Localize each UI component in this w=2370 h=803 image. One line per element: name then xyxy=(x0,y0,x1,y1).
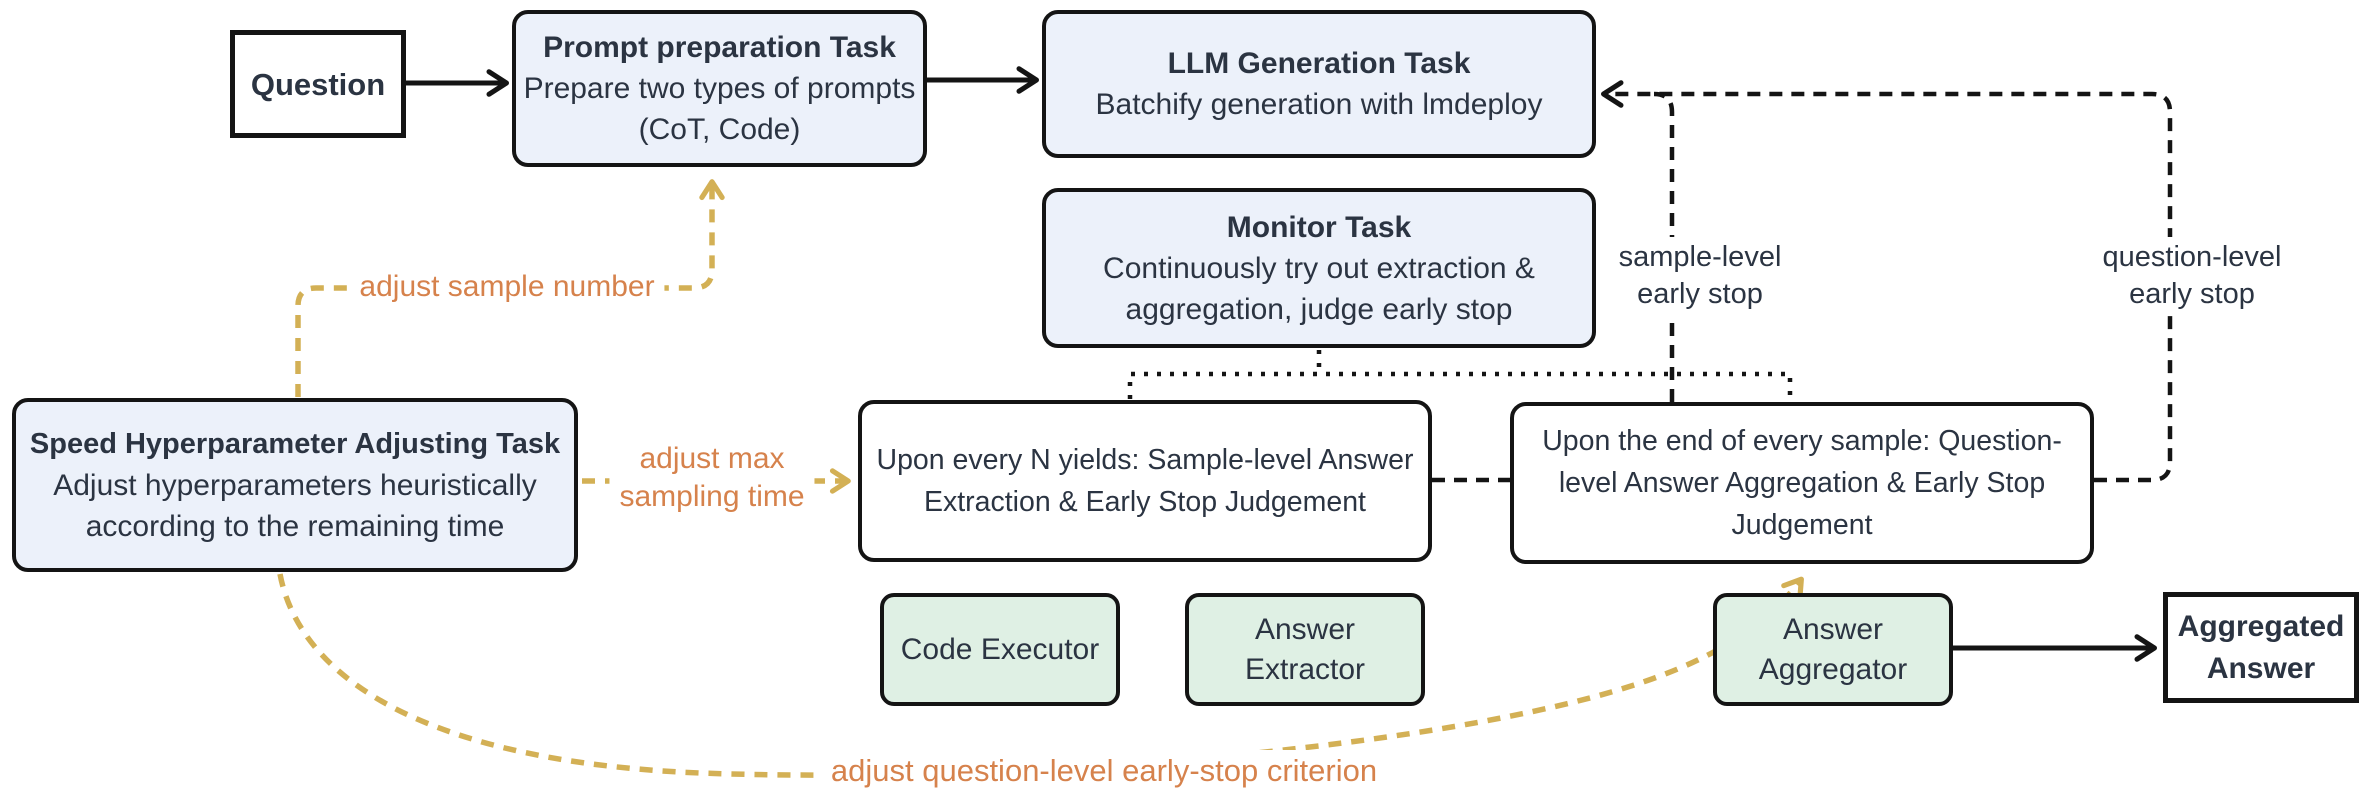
monitor-task-node: Monitor Task Continuously try out extrac… xyxy=(1042,188,1596,348)
answer-aggregator-label: Aggregator xyxy=(1758,652,1908,686)
adjust-max-sampling-time-label: adjust max sampling time xyxy=(609,438,815,518)
answer-extractor-label: Answer xyxy=(1254,612,1356,646)
answer-extractor-label: Extractor xyxy=(1244,652,1366,686)
adjust-sample-number-label: adjust sample number xyxy=(349,266,665,308)
prompt-preparation-task-line: (CoT, Code) xyxy=(638,113,801,146)
dotted-monitor-wires xyxy=(1127,350,1793,401)
speed-task-title: Speed Hyperparameter Adjusting Task xyxy=(29,427,561,460)
question-level-early-stop-label: question-level early stop xyxy=(2092,237,2292,315)
aggregated-answer-label: Aggregated xyxy=(2177,609,2345,643)
llm-generation-task-node: LLM Generation Task Batchify generation … xyxy=(1042,10,1596,158)
prompt-preparation-task-title: Prompt preparation Task xyxy=(543,31,896,64)
sample-level-judgement-line: Upon every N yields: Sample-level Answer xyxy=(876,444,1414,476)
aggregated-answer-node: Aggregated Answer xyxy=(2163,592,2359,703)
speed-task-line: Adjust hyperparameters heuristically xyxy=(53,468,537,502)
prompt-preparation-task-node: Prompt preparation Task Prepare two type… xyxy=(512,10,927,167)
question-node: Question xyxy=(230,30,406,138)
answer-aggregator-node: Answer Aggregator xyxy=(1713,593,1953,706)
question-label: Question xyxy=(250,66,386,102)
sample-level-judgement-line: Extraction & Early Stop Judgement xyxy=(924,486,1366,518)
question-level-judgement-line: Judgement xyxy=(1731,509,1873,541)
gold-adjust-question-criterion-wire xyxy=(277,573,1804,778)
code-executor-node: Code Executor xyxy=(880,593,1120,706)
question-level-judgement-node: Upon the end of every sample: Question- … xyxy=(1510,402,2094,564)
speed-hyperparameter-adjusting-task-node: Speed Hyperparameter Adjusting Task Adju… xyxy=(12,398,578,572)
llm-generation-task-title: LLM Generation Task xyxy=(1167,47,1471,80)
sample-level-judgement-node: Upon every N yields: Sample-level Answer… xyxy=(858,400,1432,562)
speed-task-line: according to the remaining time xyxy=(85,509,505,543)
code-executor-label: Code Executor xyxy=(900,632,1100,666)
monitor-task-title: Monitor Task xyxy=(1226,210,1412,244)
monitor-task-line: aggregation, judge early stop xyxy=(1125,292,1513,326)
prompt-preparation-task-line: Prepare two types of prompts xyxy=(523,72,916,105)
adjust-question-criterion-label: adjust question-level early-stop criteri… xyxy=(820,750,1388,792)
question-level-judgement-line: Upon the end of every sample: Question- xyxy=(1542,425,2062,457)
llm-generation-task-line: Batchify generation with lmdeploy xyxy=(1095,88,1543,121)
monitor-task-line: Continuously try out extraction & xyxy=(1103,251,1535,285)
sample-level-early-stop-label: sample-level early stop xyxy=(1608,237,1792,315)
aggregated-answer-label: Answer xyxy=(2206,651,2316,685)
dashed-sample-level-early-stop-wire xyxy=(1653,91,1675,402)
answer-extractor-node: Answer Extractor xyxy=(1185,593,1425,706)
question-level-judgement-line: level Answer Aggregation & Early Stop xyxy=(1558,467,2046,499)
answer-aggregator-label: Answer xyxy=(1782,612,1884,646)
